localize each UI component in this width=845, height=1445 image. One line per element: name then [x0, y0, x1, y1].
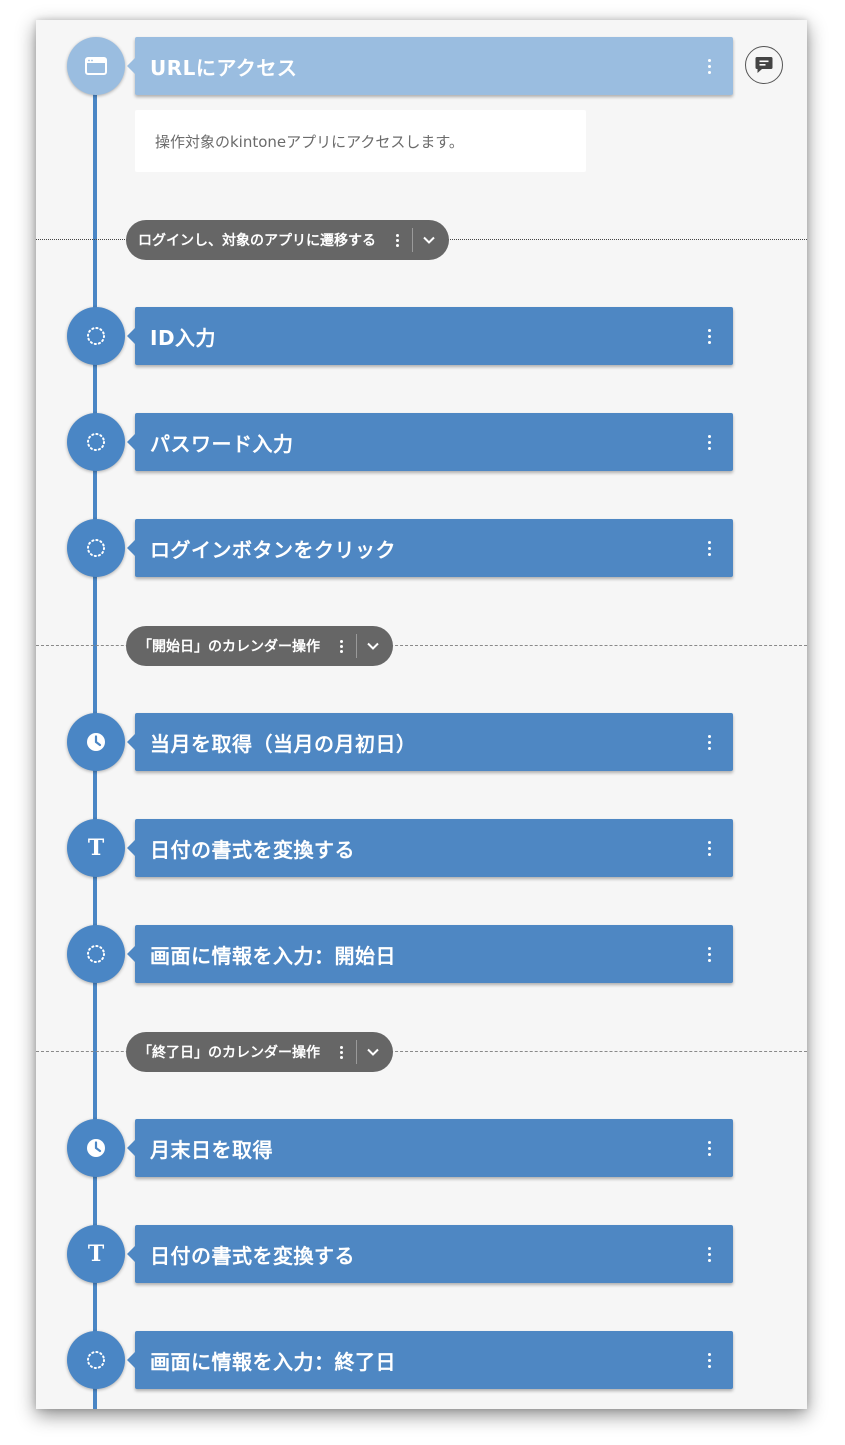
step-card-login-click[interactable]: ログインボタンをクリック: [127, 519, 733, 577]
clock-icon: [87, 733, 105, 751]
step-card-get-month-end[interactable]: 月末日を取得: [127, 1119, 733, 1177]
comment-button[interactable]: [745, 46, 783, 84]
step-menu-icon[interactable]: [699, 1136, 719, 1160]
step-menu-icon[interactable]: [699, 54, 719, 78]
step-title: 当月を取得（当月の月初日）: [150, 731, 417, 756]
step-node-format-date-2: T: [67, 1225, 125, 1283]
step-title: 画面に情報を入力：開始日: [150, 943, 396, 968]
text-t-icon: T: [87, 835, 105, 861]
browser-window-icon: [85, 57, 107, 75]
step-card-format-date-2[interactable]: 日付の書式を変換する: [127, 1225, 733, 1283]
step-menu-icon[interactable]: [699, 324, 719, 348]
step-card-input-end-date[interactable]: 画面に情報を入力：終了日: [127, 1331, 733, 1389]
step-menu-icon[interactable]: [699, 730, 719, 754]
group-header-login[interactable]: ログインし、対象のアプリに遷移する: [126, 220, 449, 260]
clock-icon: [87, 1139, 105, 1157]
step-card-get-current-month[interactable]: 当月を取得（当月の月初日）: [127, 713, 733, 771]
step-note[interactable]: 操作対象のkintoneアプリにアクセスします。: [135, 110, 586, 172]
text-t-icon: T: [87, 1241, 105, 1267]
step-menu-icon[interactable]: [699, 430, 719, 454]
group-label: 「終了日」のカレンダー操作: [138, 1045, 320, 1061]
step-title: パスワード入力: [150, 431, 294, 456]
step-menu-icon[interactable]: [699, 1242, 719, 1266]
group-label: 「開始日」のカレンダー操作: [138, 639, 320, 655]
step-node-login-click: [67, 519, 125, 577]
dotted-circle-icon: [87, 539, 105, 557]
chevron-down-icon[interactable]: [419, 230, 439, 250]
step-card-password-input[interactable]: パスワード入力: [127, 413, 733, 471]
step-node-password-input: [67, 413, 125, 471]
step-title: URLにアクセス: [150, 55, 298, 80]
step-menu-icon[interactable]: [699, 942, 719, 966]
step-node-get-month-end: [67, 1119, 125, 1177]
step-card-url-access[interactable]: URLにアクセス: [127, 37, 733, 95]
step-node-get-current-month: [67, 713, 125, 771]
group-header-start-date[interactable]: 「開始日」のカレンダー操作: [126, 626, 393, 666]
group-separator: [356, 1040, 357, 1064]
group-menu-icon[interactable]: [334, 636, 348, 656]
chevron-down-icon[interactable]: [363, 636, 383, 656]
dotted-circle-icon: [87, 1351, 105, 1369]
step-node-input-end-date: [67, 1331, 125, 1389]
step-title: 画面に情報を入力：終了日: [150, 1349, 396, 1374]
group-divider: [36, 645, 807, 646]
step-title: 月末日を取得: [150, 1137, 273, 1162]
group-separator: [412, 228, 413, 252]
step-card-id-input[interactable]: ID入力: [127, 307, 733, 365]
chevron-down-icon[interactable]: [363, 1042, 383, 1062]
group-label: ログインし、対象のアプリに遷移する: [138, 233, 376, 249]
group-menu-icon[interactable]: [334, 1042, 348, 1062]
step-title: 日付の書式を変換する: [150, 1243, 355, 1268]
step-menu-icon[interactable]: [699, 836, 719, 860]
comment-icon: [755, 57, 773, 73]
step-card-format-date[interactable]: 日付の書式を変換する: [127, 819, 733, 877]
step-title: ログインボタンをクリック: [150, 537, 396, 562]
group-menu-icon[interactable]: [390, 230, 404, 250]
step-node-input-start-date: [67, 925, 125, 983]
step-title: ID入力: [150, 325, 217, 350]
group-divider: [36, 1051, 807, 1052]
group-separator: [356, 634, 357, 658]
step-node-format-date: T: [67, 819, 125, 877]
step-note-text: 操作対象のkintoneアプリにアクセスします。: [155, 132, 464, 151]
dotted-circle-icon: [87, 327, 105, 345]
dotted-circle-icon: [87, 433, 105, 451]
step-node-id-input: [67, 307, 125, 365]
step-card-input-start-date[interactable]: 画面に情報を入力：開始日: [127, 925, 733, 983]
flow-editor-panel: URLにアクセス 操作対象のkintoneアプリにアクセスします。 ログインし、…: [36, 20, 807, 1409]
step-menu-icon[interactable]: [699, 1348, 719, 1372]
step-menu-icon[interactable]: [699, 536, 719, 560]
group-header-end-date[interactable]: 「終了日」のカレンダー操作: [126, 1032, 393, 1072]
step-title: 日付の書式を変換する: [150, 837, 355, 862]
step-node-url-access: [67, 37, 125, 95]
dotted-circle-icon: [87, 945, 105, 963]
